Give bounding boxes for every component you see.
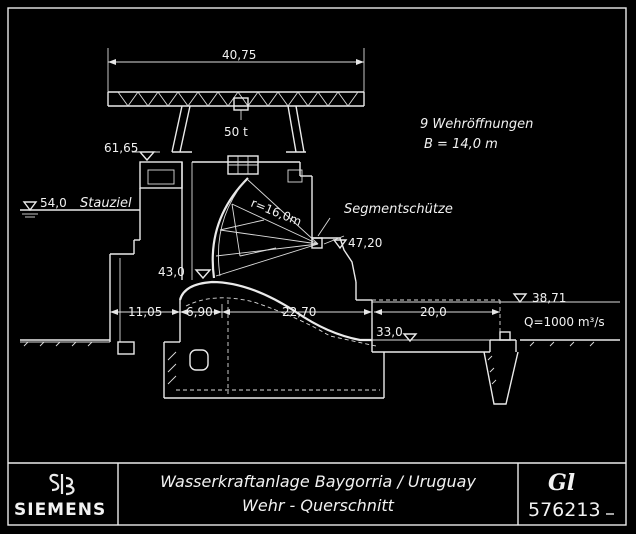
crane-load-label: 50 t	[224, 125, 248, 139]
basin-level-marker: 33,0	[376, 325, 418, 343]
dim-a-label: 11,05	[128, 305, 162, 319]
crane-span-label: 40,75	[222, 48, 256, 62]
gate-pivot-level-label: 47,20	[348, 236, 382, 250]
retention-label: Stauziel	[80, 196, 132, 211]
drawing-border	[7, 7, 627, 526]
downstream-basin	[372, 299, 501, 341]
crane-span-dimension: 40,75	[107, 48, 365, 92]
retention-level-marker: 54,0 Stauziel	[20, 196, 140, 218]
tailwater-level-label: 38,71	[532, 291, 566, 305]
drawing-code-number: 576213	[528, 499, 601, 521]
segment-gate: r=16,0m 47,20	[211, 177, 382, 279]
main-pier-body	[192, 155, 373, 340]
gate-radius-label: r=16,0m	[249, 196, 304, 229]
bottom-dimension-chain: 11,05 6,90 22,70	[110, 304, 373, 319]
gantry-crane: 50 t	[107, 91, 365, 153]
ground-line	[20, 339, 620, 347]
gate-type-label: Segmentschütze	[344, 202, 453, 217]
drawing-subtitle: Wehr - Querschnitt	[242, 496, 395, 515]
upstream-pier	[109, 161, 193, 355]
discharge-label: Q=1000 m³/s	[524, 315, 605, 329]
brand-name: SIEMENS	[14, 500, 106, 520]
dim-c-label: 22,70	[282, 305, 316, 319]
gate-type-leader	[317, 217, 331, 237]
dim-b-label: 6,90	[186, 305, 213, 319]
end-sill	[483, 331, 519, 405]
opening-width-note: B = 14,0 m	[424, 137, 498, 152]
openings-note: 9 Wehröffnungen	[420, 117, 533, 132]
deck-level-label: 61,65	[104, 141, 138, 155]
siemens-logo	[49, 473, 75, 496]
crest-level-marker: 43,0	[158, 265, 212, 280]
dim-d-label: 20,0	[420, 305, 447, 319]
basin-dimension: 20,0	[374, 305, 500, 319]
deck-level-marker: 61,65	[104, 141, 160, 162]
tailwater-level-marker: 38,71 Q=1000 m³/s	[372, 291, 620, 329]
basin-level-label: 33,0	[376, 325, 403, 339]
siemens-logo-s-mark	[49, 473, 60, 492]
drawing-code-letters: Gl	[548, 470, 575, 496]
retention-level-label: 54,0	[40, 196, 67, 210]
weir-ogee-body	[163, 280, 490, 399]
crest-level-label: 43,0	[158, 265, 185, 279]
drawing-title: Wasserkraftanlage Baygorria / Uruguay	[160, 472, 476, 491]
